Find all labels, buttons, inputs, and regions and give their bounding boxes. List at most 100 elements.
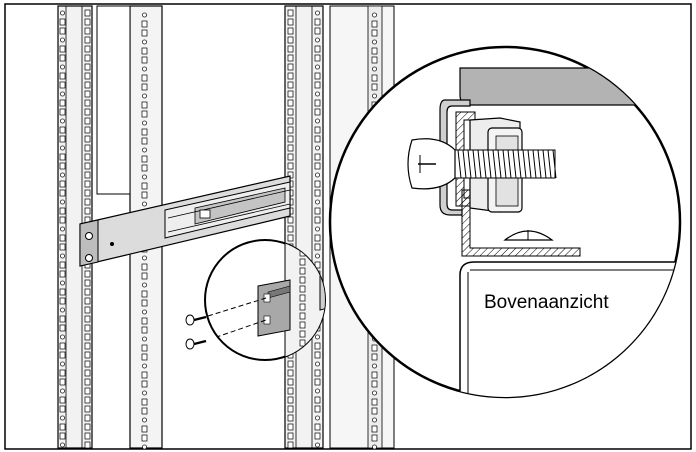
rack-hole: [84, 333, 91, 341]
rack-hole: [371, 380, 378, 388]
rack-hole: [314, 423, 321, 431]
rack-hole: [59, 351, 66, 359]
rack-hole: [59, 405, 66, 413]
rack-hole: [60, 37, 65, 43]
rack-hole: [141, 263, 148, 271]
rack-hole: [372, 417, 377, 423]
rack-hole: [372, 12, 377, 18]
rack-hole: [84, 189, 91, 197]
rack-hole: [141, 344, 148, 352]
rack-hole: [315, 118, 320, 124]
rack-hole: [59, 81, 66, 89]
left-rack-post: [57, 5, 93, 449]
rack-hole: [287, 360, 294, 368]
rack-hole: [59, 243, 66, 251]
bolt-thread: [492, 149, 497, 179]
rack-hole: [59, 342, 66, 350]
rack-hole: [299, 294, 306, 302]
rack-hole: [84, 207, 91, 215]
bolt-thread: [497, 149, 502, 179]
rack-hole: [287, 63, 294, 71]
rack-hole: [84, 315, 91, 323]
rack-hole: [299, 285, 306, 293]
bolt-thread: [537, 149, 542, 179]
rack-hole: [142, 444, 147, 450]
rack-hole: [60, 226, 65, 232]
rack-hole: [141, 56, 148, 64]
bolt-thread: [462, 149, 467, 179]
rack-hole: [315, 226, 320, 232]
rack-hole: [287, 126, 294, 134]
rack-hole: [287, 81, 294, 89]
bolt-thread: [517, 149, 522, 179]
rack-hole: [314, 18, 321, 26]
rack-hole: [59, 324, 66, 332]
rack-hole: [141, 47, 148, 55]
center-rack-post: [284, 5, 324, 449]
rack-hole: [141, 128, 148, 136]
rack-hole: [141, 272, 148, 280]
rack-hole: [84, 72, 91, 80]
rack-hole: [142, 417, 147, 423]
rack-hole: [142, 120, 147, 126]
rack-hole: [84, 162, 91, 170]
rack-hole: [60, 91, 65, 97]
rack-hole: [84, 36, 91, 44]
slide-rail-assembly: [79, 175, 291, 267]
rack-hole: [314, 189, 321, 197]
bolt-thread: [472, 149, 477, 179]
rack-hole: [299, 267, 306, 275]
rack-hole: [299, 330, 306, 338]
rack-hole: [315, 10, 320, 16]
rack-hole: [84, 270, 91, 278]
rack-hole: [84, 387, 91, 395]
rack-hole: [287, 405, 294, 413]
rack-hole: [60, 118, 65, 124]
rack-hole: [84, 9, 91, 17]
rack-hole: [314, 72, 321, 80]
rack-hole: [84, 135, 91, 143]
rack-hole: [287, 414, 294, 422]
rack-hole: [141, 299, 148, 307]
rack-hole: [371, 344, 378, 352]
rack-hole: [287, 144, 294, 152]
rack-hole: [287, 441, 294, 449]
rack-hole: [371, 398, 378, 406]
rack-hole: [287, 162, 294, 170]
rack-hole: [141, 407, 148, 415]
rack-hole: [299, 303, 306, 311]
rack-hole: [314, 162, 321, 170]
rack-hole: [141, 380, 148, 388]
rack-hole: [141, 182, 148, 190]
rack-hole: [141, 101, 148, 109]
rack-hole: [141, 74, 148, 82]
rack-hole: [142, 174, 147, 180]
rack-hole: [59, 432, 66, 440]
rack-hole: [59, 288, 66, 296]
rack-hole: [287, 378, 294, 386]
rack-hole: [287, 387, 294, 395]
rack-hole: [60, 280, 65, 286]
rack-hole: [84, 171, 91, 179]
rack-hole: [372, 93, 377, 99]
rack-hole: [314, 369, 321, 377]
rack-hole: [60, 415, 65, 421]
rail-screw-upper: [85, 232, 93, 240]
rack-hole: [142, 309, 147, 315]
rack-hole: [315, 145, 320, 151]
bolt-thread: [512, 149, 517, 179]
rack-hole: [314, 54, 321, 62]
rack-hole: [59, 234, 66, 242]
rack-hole: [59, 297, 66, 305]
rack-hole: [84, 432, 91, 440]
rack-hole: [84, 396, 91, 404]
rack-hole: [60, 172, 65, 178]
rack-hole: [141, 290, 148, 298]
rack-hole: [371, 74, 378, 82]
bracket-detail-circle: [204, 239, 326, 361]
rack-hole: [141, 353, 148, 361]
rack-hole: [141, 155, 148, 163]
rack-hole: [84, 342, 91, 350]
rack-hole: [314, 135, 321, 143]
rack-hole: [84, 423, 91, 431]
